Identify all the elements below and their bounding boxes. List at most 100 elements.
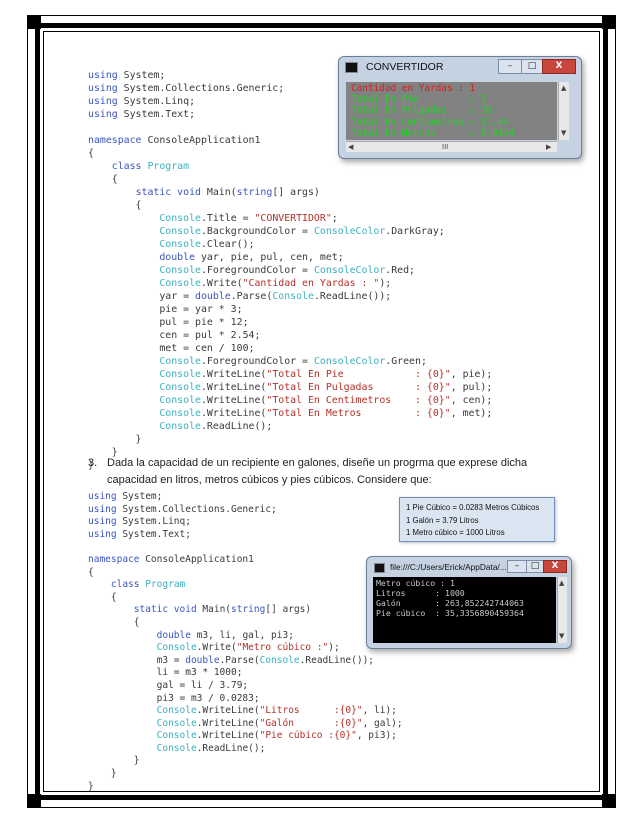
code-line: using System.Text;: [88, 109, 196, 120]
code-line: {: [88, 148, 94, 159]
window-title: CONVERTIDOR: [366, 61, 444, 73]
page-border-outer: [27, 15, 616, 808]
conversion-reference-box: 1 Pie Cúbico = 0.0283 Metros Cúbicos 1 Ga…: [399, 497, 555, 542]
code-line: {: [88, 566, 94, 578]
code-line: Console.WriteLine("Total En Metros : {0}…: [159, 408, 493, 419]
code-line: }: [88, 755, 140, 767]
code-line: gal = li / 3.79;: [88, 679, 249, 691]
scroll-left-arrow-icon[interactable]: ◀: [348, 143, 354, 151]
code-line: Console.WriteLine("Litros :{0}", li);: [156, 705, 397, 717]
horizontal-scrollbar[interactable]: ◀ III ▶: [346, 141, 557, 152]
scrollbar-grip[interactable]: III: [442, 143, 449, 151]
console-output-line: Litros : 1000: [376, 588, 465, 598]
scroll-down-arrow-icon[interactable]: ▼: [561, 129, 567, 137]
close-button[interactable]: X: [543, 560, 567, 573]
code-line: Console.WriteLine("Total En Pie : {0}", …: [159, 369, 493, 380]
conversion-rule: 1 Galón = 3.79 Litros: [406, 515, 479, 525]
console-output-line: Galón : 263,852242744063: [376, 598, 524, 608]
minimize-button[interactable]: –: [498, 59, 522, 74]
code-line: using System.Collections.Generic;: [88, 503, 277, 515]
console-output-line: Total En Metros : 0.9144: [351, 127, 515, 139]
code-line: Console.ReadLine();: [159, 421, 273, 432]
exercise-question: 3. Dada la capacidad de un recipiente en…: [88, 455, 528, 489]
maximize-button[interactable]: □: [521, 59, 543, 74]
code-line: class Program: [110, 579, 186, 591]
console-window-volume: file:///C:/Users/Erick/AppData/... – □ X…: [366, 556, 572, 649]
code-line: using System.Linq;: [88, 516, 191, 528]
code-line: namespace ConsoleApplication1: [88, 553, 254, 565]
console-window-convertidor: CONVERTIDOR – □ X Cantidad en Yardas : 1…: [338, 56, 582, 159]
console-output-line: Total En Centimetros : 91.44: [351, 116, 510, 128]
scroll-up-arrow-icon[interactable]: ▲: [559, 579, 565, 587]
console-app-icon: [374, 563, 385, 573]
code-line: }: [88, 460, 94, 471]
question-text: Dada la capacidad de un recipiente en ga…: [107, 457, 528, 486]
code-line: Console.Clear();: [159, 239, 255, 250]
code-line: yar = double.Parse(Console.ReadLine());: [88, 291, 392, 302]
code-line: Console.ReadLine();: [156, 742, 266, 754]
code-listing-volume: using System;using System.Collections.Ge…: [88, 491, 403, 793]
maximize-button[interactable]: □: [526, 560, 544, 573]
conversion-rule: 1 Pie Cúbico = 0.0283 Metros Cúbicos: [406, 503, 540, 512]
conversion-rule: 1 Metro cúbico = 1000 Litros: [406, 528, 505, 538]
frame-corner: [27, 794, 41, 808]
code-line: {: [88, 174, 118, 185]
code-line: using System.Linq;: [88, 96, 196, 107]
code-line: Console.Title = "CONVERTIDOR";: [159, 213, 338, 224]
code-line: using System.Text;: [88, 528, 191, 540]
frame-corner: [602, 794, 616, 808]
code-line: Console.WriteLine("Total En Centimetros …: [159, 395, 493, 406]
code-line: }: [88, 447, 118, 458]
vertical-scrollbar[interactable]: ▲ ▼: [557, 577, 567, 643]
code-line: using System;: [88, 491, 163, 502]
minimize-button[interactable]: –: [507, 560, 527, 573]
vertical-scrollbar[interactable]: ▲ ▼: [558, 82, 569, 140]
code-line: pi3 = m3 / 0.0283;: [88, 692, 260, 704]
question-number: 3.: [88, 457, 98, 469]
code-line: li = m3 * 1000;: [88, 667, 243, 679]
code-line: double yar, pie, pul, cen, met;: [159, 252, 344, 263]
console-output-line: Total En Pie : 3: [351, 94, 487, 106]
window-title: file:///C:/Users/Erick/AppData/...: [390, 562, 507, 572]
code-line: {: [88, 616, 140, 628]
scroll-down-arrow-icon[interactable]: ▼: [559, 632, 565, 640]
code-line: static void Main(string[] args): [135, 187, 320, 198]
code-line: }: [88, 780, 94, 792]
scroll-up-arrow-icon[interactable]: ▲: [561, 84, 567, 92]
code-line: [88, 541, 403, 554]
code-line: met = cen / 100;: [88, 343, 255, 354]
code-line: Console.ForegroundColor = ConsoleColor.G…: [159, 356, 427, 367]
console-output-line: Metro cúbico : 1: [376, 578, 455, 588]
code-line: double m3, li, gal, pi3;: [156, 629, 294, 641]
code-line: cen = pul * 2.54;: [88, 330, 261, 341]
frame-corner: [27, 15, 41, 29]
scroll-right-arrow-icon[interactable]: ▶: [546, 143, 552, 151]
code-line: Console.WriteLine("Total En Pulgadas : {…: [159, 382, 493, 393]
code-line: {: [88, 200, 142, 211]
console-output-line: Pie cúbico : 35,3356890459364: [376, 608, 524, 618]
code-line: Console.Write("Metro cúbico :");: [156, 642, 340, 654]
code-line: {: [88, 591, 117, 603]
code-line: }: [88, 434, 142, 445]
console-output-line: Cantidad en Yardas : 1: [351, 83, 476, 94]
code-listing-convertidor: using System;using System.Collections.Ge…: [88, 69, 492, 472]
code-line: Console.Write("Cantidad en Yardas : ");: [159, 278, 392, 289]
frame-corner: [602, 15, 616, 29]
code-line: }: [88, 768, 117, 780]
code-line: m3 = double.Parse(Console.ReadLine());: [88, 654, 375, 666]
code-line: Console.ForegroundColor = ConsoleColor.R…: [159, 265, 416, 276]
close-button[interactable]: X: [542, 59, 576, 74]
console-output-line: Total En Pulgadas : 36: [351, 105, 493, 117]
code-line: static void Main(string[] args): [133, 604, 312, 616]
code-line: pul = pie * 12;: [88, 317, 249, 328]
code-line: Console.BackgroundColor = ConsoleColor.D…: [159, 226, 445, 237]
code-line: Console.WriteLine("Galón :{0}", gal);: [156, 717, 403, 729]
console-app-icon: [345, 62, 358, 73]
code-line: Console.WriteLine("Pie cúbico :{0}", pi3…: [156, 730, 397, 742]
code-line: using System.Collections.Generic;: [88, 83, 285, 94]
page-border: [35, 23, 608, 800]
code-line: class Program: [111, 161, 190, 172]
code-line: pie = yar * 3;: [88, 304, 243, 315]
